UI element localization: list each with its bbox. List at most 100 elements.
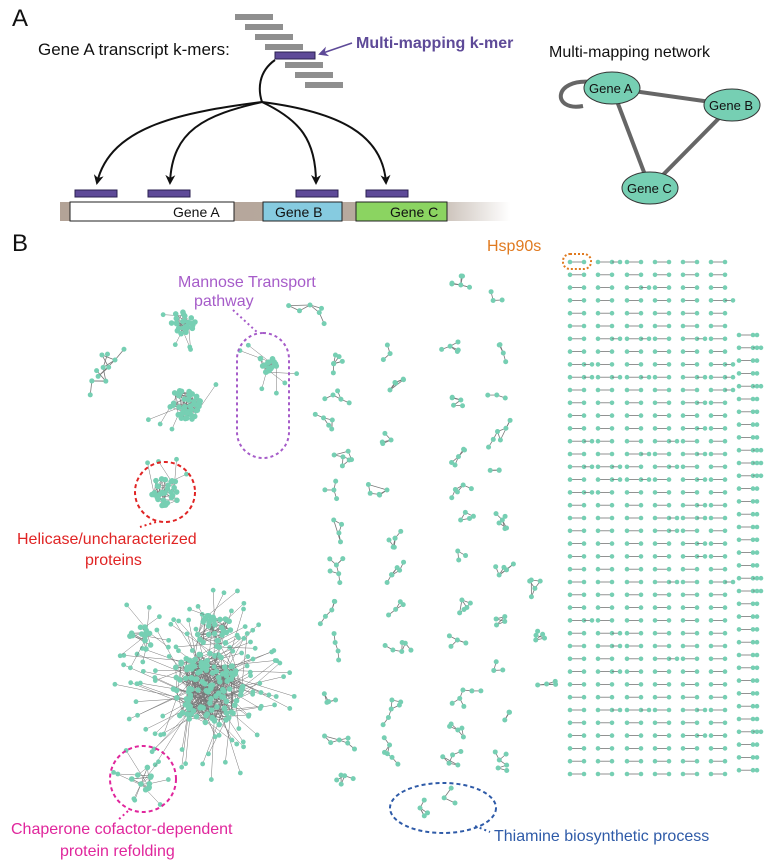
graph-node (221, 688, 227, 695)
graph-node (504, 768, 510, 774)
graph-node (194, 407, 201, 413)
graph-node (595, 528, 601, 534)
graph-node (567, 643, 573, 649)
graph-node (158, 476, 165, 482)
graph-node (493, 659, 499, 665)
graph-node (387, 387, 393, 393)
mapped-kmer (147, 189, 191, 198)
graph-node (680, 362, 686, 367)
graph-edge (158, 461, 172, 482)
graph-node (346, 400, 352, 406)
graph-node (722, 438, 728, 444)
graph-node (652, 502, 658, 508)
graph-node (448, 785, 454, 791)
graph-node (384, 751, 390, 757)
kmer (295, 72, 333, 78)
graph-node (736, 383, 742, 389)
mapping-arrow (93, 59, 276, 185)
graph-node (595, 413, 601, 418)
graph-node (201, 616, 208, 622)
graph-node (455, 727, 461, 733)
graph-node (652, 272, 658, 278)
graph-node (500, 667, 506, 673)
graph-node (132, 797, 138, 803)
graph-node (241, 606, 246, 612)
graph-node (256, 622, 262, 628)
graph-node (750, 396, 756, 402)
graph-node (754, 614, 760, 619)
graph-node (173, 694, 180, 701)
graph-node (174, 497, 180, 504)
graph-node (321, 321, 327, 327)
graph-node (449, 281, 455, 287)
graph-node (624, 438, 630, 444)
graph-node (652, 477, 658, 482)
graph-node (652, 426, 658, 431)
graph-node (387, 742, 393, 748)
graph-node (490, 436, 496, 442)
graph-node (758, 460, 764, 466)
graph-node (750, 563, 756, 568)
graph-node (736, 729, 742, 735)
graph-node (331, 517, 337, 523)
graph-node (624, 259, 630, 265)
graph-node (408, 647, 414, 653)
graph-node (581, 771, 587, 777)
graph-node (708, 502, 714, 508)
graph-node (206, 751, 211, 757)
graph-node (567, 630, 573, 636)
graph-node (666, 592, 672, 598)
graph-node (103, 378, 109, 384)
graph-node (117, 653, 123, 659)
graph-node (350, 776, 356, 782)
graph-node (758, 447, 764, 453)
graph-node (624, 541, 630, 546)
graph-node (708, 298, 714, 303)
graph-node (245, 342, 251, 348)
graph-node (617, 336, 623, 342)
graph-node (458, 748, 464, 754)
graph-node (257, 355, 264, 362)
graph-node (214, 637, 221, 644)
graph-node (736, 716, 742, 722)
graph-node (750, 601, 756, 607)
graph-node (638, 694, 644, 700)
graph-node (244, 631, 250, 636)
graph-node (646, 374, 652, 380)
graph-node (652, 733, 658, 738)
graph-node (646, 707, 652, 713)
graph-node (708, 682, 714, 687)
graph-node (231, 702, 238, 709)
graph-node (680, 746, 686, 751)
graph-node (188, 347, 193, 352)
graph-node (595, 259, 601, 265)
graph-node (336, 657, 342, 663)
mini-network: Gene A Gene B Gene C (558, 71, 761, 205)
graph-node (666, 323, 672, 329)
graph-node (137, 680, 143, 686)
graph-node (652, 285, 658, 290)
graph-node (624, 490, 630, 495)
graph-node (666, 758, 672, 764)
graph-node (239, 683, 246, 690)
graph-node (450, 752, 456, 758)
graph-node (754, 486, 760, 491)
thiamine-annotation: Thiamine biosynthetic process (389, 782, 709, 845)
graph-node (702, 707, 708, 713)
graph-node (595, 285, 601, 290)
graph-node (750, 332, 756, 338)
graph-node (581, 566, 587, 572)
graph-node (210, 587, 216, 593)
graph-node (567, 387, 573, 393)
graph-node (624, 349, 630, 354)
graph-edge (130, 682, 190, 707)
graph-node (94, 368, 100, 374)
graph-node (708, 272, 714, 278)
graph-node (211, 630, 218, 637)
graph-node (674, 656, 680, 662)
graph-node (652, 758, 658, 764)
graph-node (259, 363, 266, 369)
graph-node (502, 717, 508, 723)
graph-node (214, 643, 220, 650)
graph-node (216, 732, 222, 738)
